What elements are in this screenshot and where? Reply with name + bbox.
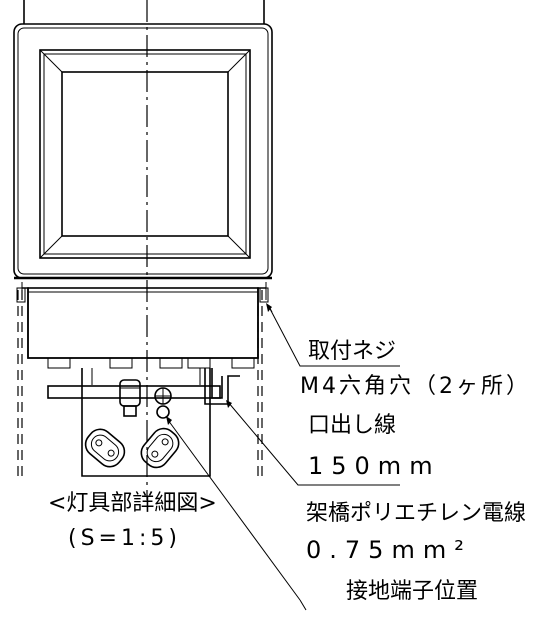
cable-gland (119, 379, 141, 417)
leader-arrows (166, 303, 272, 425)
lower-body (16, 282, 269, 359)
glass-panel (39, 49, 251, 259)
bottom-bolts (47, 357, 255, 369)
cable-type-label: 架橋ポリエチレン電線 (306, 501, 526, 526)
ground-terminal (154, 387, 172, 419)
drawing-title: <灯具部詳細図> (48, 491, 217, 516)
mounting-bracket (47, 368, 221, 477)
cable-clamp-right (140, 427, 180, 469)
cable-size-label: 0.75mm² (306, 536, 472, 564)
cable-clamp-left (84, 428, 126, 468)
mount-hole-label: M4六角穴（2ヶ所） (300, 374, 531, 399)
mount-screw-label: 取付ネジ (308, 339, 396, 364)
outlet-length-label: 150mm (308, 452, 441, 480)
outlet-wire-label: 口出し線 (308, 413, 396, 438)
luminaire-housing (13, 0, 273, 280)
drawing-scale: (S=1:5) (68, 526, 181, 551)
ground-terminal-label: 接地端子位置 (346, 579, 478, 604)
